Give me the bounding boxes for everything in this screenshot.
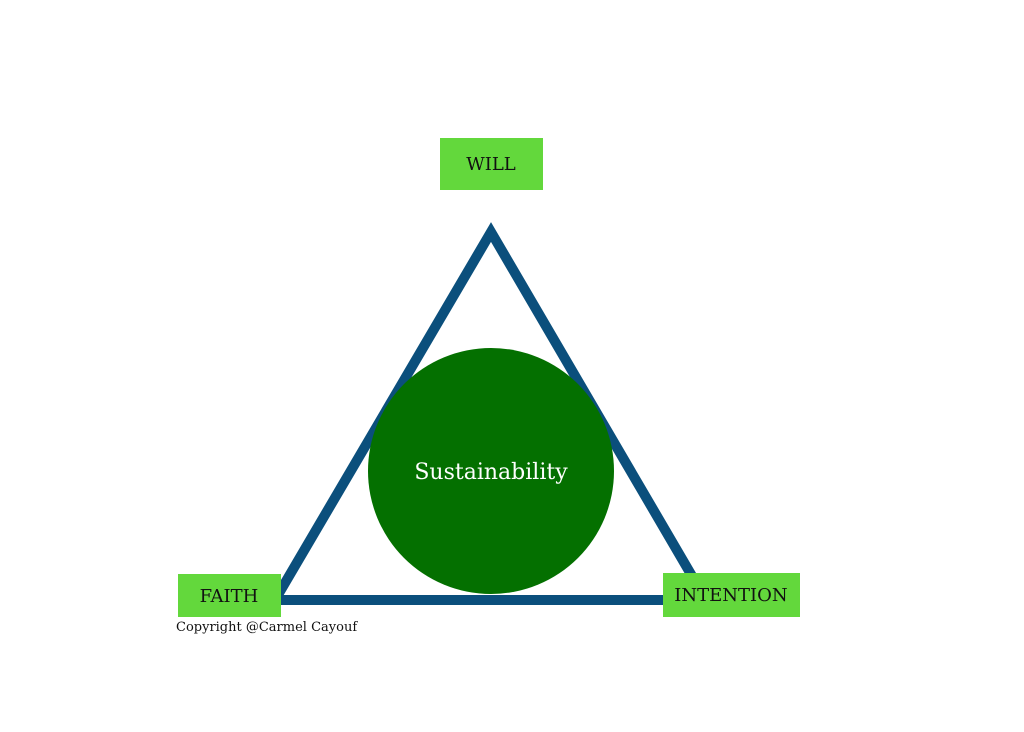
center-label: Sustainability: [414, 460, 568, 485]
node-intention-box: [663, 573, 800, 617]
node-faith-label: FAITH: [200, 586, 259, 607]
node-faith-box: [178, 574, 281, 617]
node-intention: INTENTION: [663, 573, 800, 617]
copyright-text: Copyright @Carmel Cayouf: [176, 620, 358, 635]
node-will-box: [440, 138, 543, 190]
node-intention-label: INTENTION: [674, 585, 787, 606]
node-will: WILL: [440, 138, 543, 190]
node-will-label: WILL: [466, 154, 516, 175]
center-circle: [368, 348, 614, 594]
node-faith: FAITH: [178, 574, 281, 617]
